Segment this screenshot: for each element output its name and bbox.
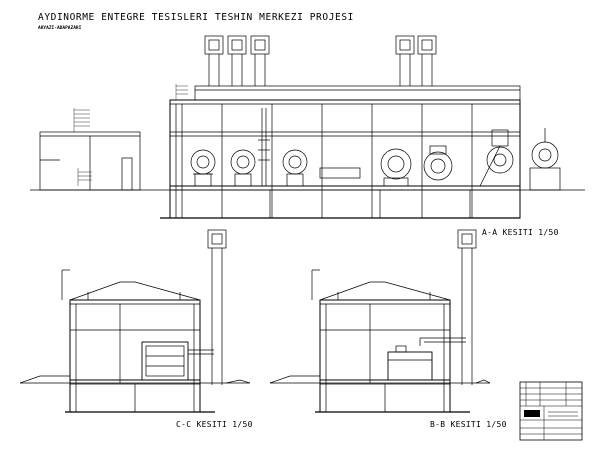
boiler-units bbox=[190, 128, 561, 191]
project-subtitle: AKYAZI-ADAPAZARI bbox=[38, 26, 82, 31]
chimney-group-right bbox=[395, 35, 437, 86]
piping bbox=[258, 108, 501, 187]
annotation-leaders bbox=[73, 84, 188, 186]
annex-building bbox=[39, 131, 141, 191]
section-cc-label: C-C KESITI 1/50 bbox=[176, 420, 253, 429]
section-bb-label: B-B KESITI 1/50 bbox=[430, 420, 507, 429]
project-title: AYDINORME ENTEGRE TESISLERI TESHIN MERKE… bbox=[38, 12, 354, 23]
main-boiler-hall bbox=[169, 85, 521, 219]
section-bb-drawing bbox=[269, 229, 491, 413]
section-cc-drawing bbox=[19, 229, 251, 413]
section-aa-label: A-A KESITI 1/50 bbox=[482, 228, 559, 237]
chimney-group-left bbox=[204, 35, 270, 86]
section-aa-drawing bbox=[30, 35, 585, 219]
title-block bbox=[519, 381, 583, 441]
